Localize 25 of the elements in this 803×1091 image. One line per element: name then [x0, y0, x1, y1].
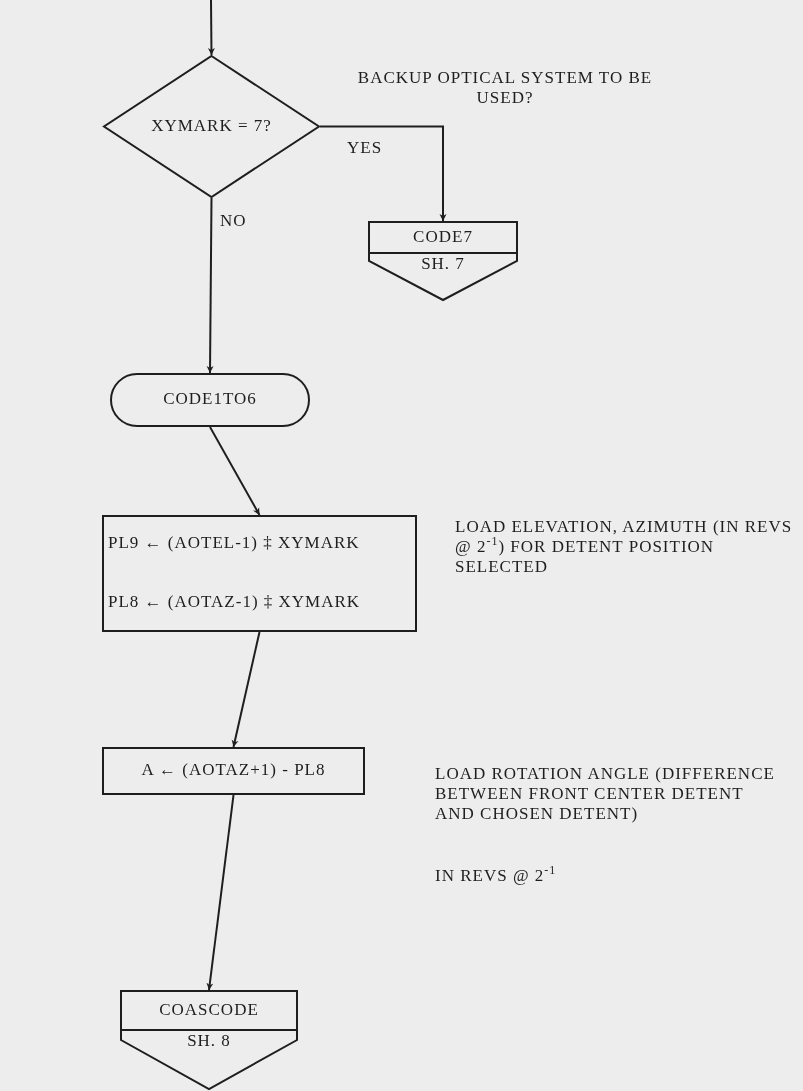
arrow [209, 426, 261, 516]
arrow [206, 197, 214, 374]
process-box [102, 747, 365, 795]
arrow [231, 631, 261, 748]
arrow [207, 0, 215, 56]
process-box [102, 515, 417, 632]
sheet-number: SH. 7 [420, 254, 466, 274]
annotation-text: LOAD ROTATION ANGLE (DIFFERENCE BETWEEN FRONT CENTER DETENT AND CHOSEN DETENT) [435, 764, 776, 825]
node-text: A ← (AOTAZ+1) - PL8 [140, 760, 327, 780]
decision-diamond [103, 55, 320, 198]
node-text: PL9 ← (AOTEL-1) ‡ XYMARK [108, 533, 361, 554]
annotation-text: IN REVS @ 2$^{-1}$ [435, 866, 558, 887]
annotation-text: LOAD ELEVATION, AZIMUTH (IN REVS @ 2$^{-1}$) FOR DETENT POSITION SELECTED [455, 517, 794, 578]
arrow [319, 125, 447, 222]
terminal-box [110, 373, 310, 427]
sheet-number: SH. 8 [186, 1031, 232, 1051]
off-page-connector [368, 221, 518, 301]
off-page-connector [120, 990, 298, 1090]
arrow [206, 794, 235, 991]
node-text: XYMARK = 7? [150, 115, 273, 136]
connector-label: CODE7 [412, 227, 474, 247]
node-text: CODE1TO6 [162, 389, 258, 409]
connector-label: COASCODE [158, 1000, 260, 1020]
annotation-text: BACKUP OPTICAL SYSTEM TO BE USED? [356, 68, 654, 109]
node-text: PL8 ← (AOTAZ-1) ‡ XYMARK [108, 591, 362, 612]
